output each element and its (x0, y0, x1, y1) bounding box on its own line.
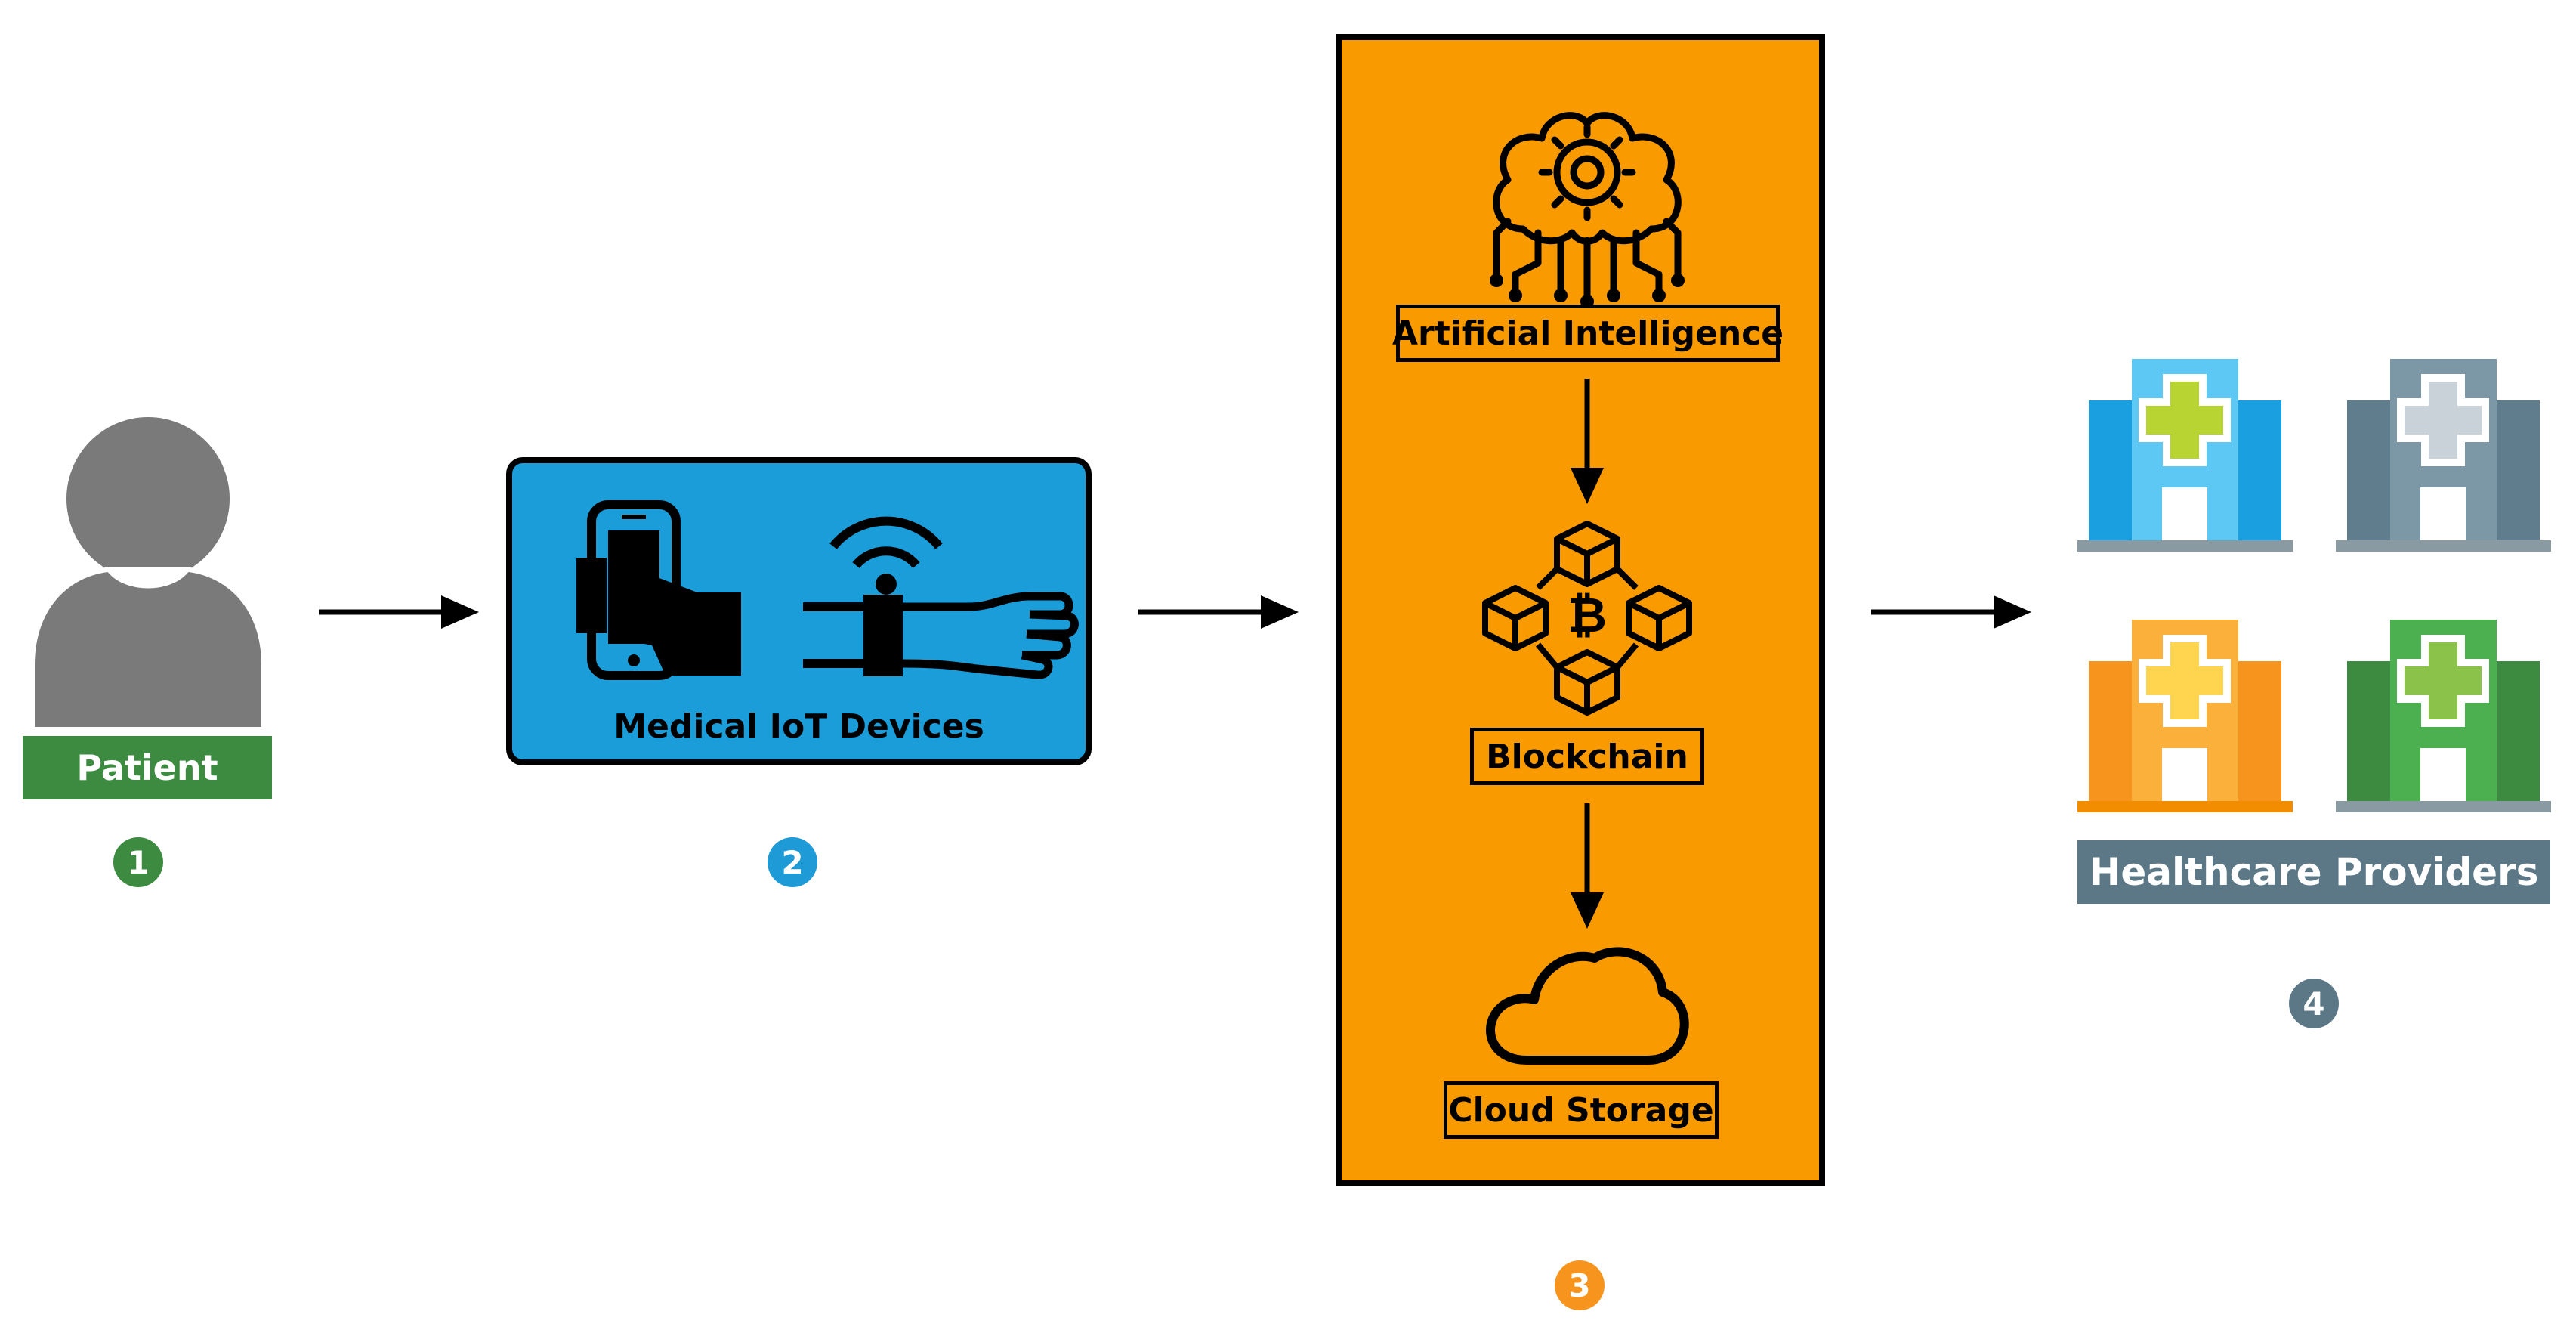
wrist-wearable-icon (803, 516, 1079, 679)
step-4-badge: 4 (2289, 979, 2339, 1028)
ai-label: Artificial Intelligence (1392, 305, 1784, 362)
hospital-icon (2336, 359, 2551, 552)
step-3-badge: 3 (1555, 1260, 1605, 1310)
arrow-blockchain-to-cloud (1571, 803, 1604, 929)
hospital-icon (2077, 359, 2293, 552)
patient-group: Patient (21, 417, 275, 877)
arrow-patient-to-iot (319, 595, 479, 629)
hospital-icon (2336, 620, 2551, 812)
hospital-icon (2077, 620, 2293, 812)
svg-text:₿: ₿ (1568, 588, 1607, 644)
iot-label: Medical IoT Devices (613, 707, 984, 746)
providers-label: Healthcare Providers (2077, 840, 2550, 904)
arrow-ai-to-blockchain (1571, 379, 1604, 504)
arrow-processing-to-providers (1871, 595, 2031, 629)
cloud-label: Cloud Storage (1444, 1081, 1719, 1139)
user-icon (35, 417, 261, 727)
iot-devices-box: Medical IoT Devices (506, 457, 1092, 765)
ai-brain-icon (1490, 112, 1685, 308)
blockchain-icon: ₿ (1482, 521, 1692, 716)
cloud-icon (1486, 947, 1689, 1065)
step-1-badge: 1 (113, 837, 163, 887)
patient-label: Patient (23, 736, 272, 799)
blockchain-label: Blockchain (1470, 728, 1704, 785)
smartphone-hand-icon (576, 500, 741, 680)
processing-box: Artificial Intelligence ₿ Blockchain Clo… (1336, 34, 1825, 1186)
step-2-badge: 2 (768, 837, 817, 887)
arrow-iot-to-processing (1138, 595, 1299, 629)
